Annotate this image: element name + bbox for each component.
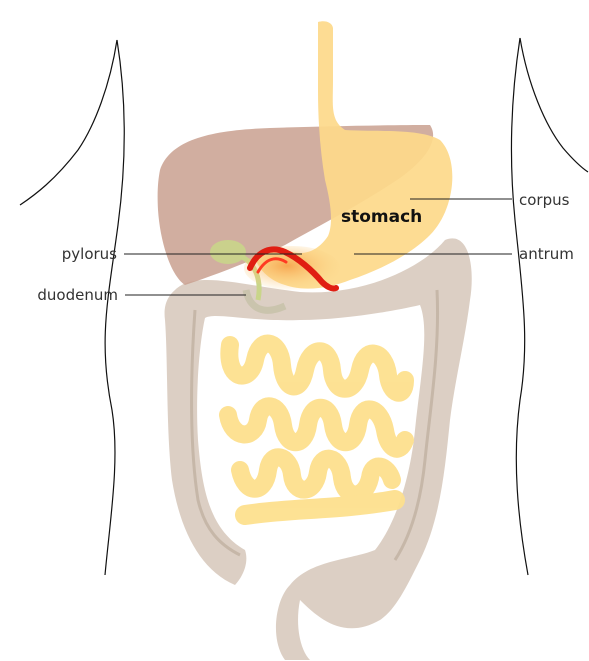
label-pylorus: pylorus (62, 245, 117, 263)
label-corpus: corpus (519, 191, 570, 209)
label-stomach: stomach (341, 207, 422, 227)
gallbladder (210, 240, 246, 264)
label-duodenum: duodenum (37, 286, 118, 304)
label-antrum: antrum (519, 245, 574, 263)
pylorus-highlight (244, 246, 340, 290)
small-intestine (228, 344, 405, 515)
